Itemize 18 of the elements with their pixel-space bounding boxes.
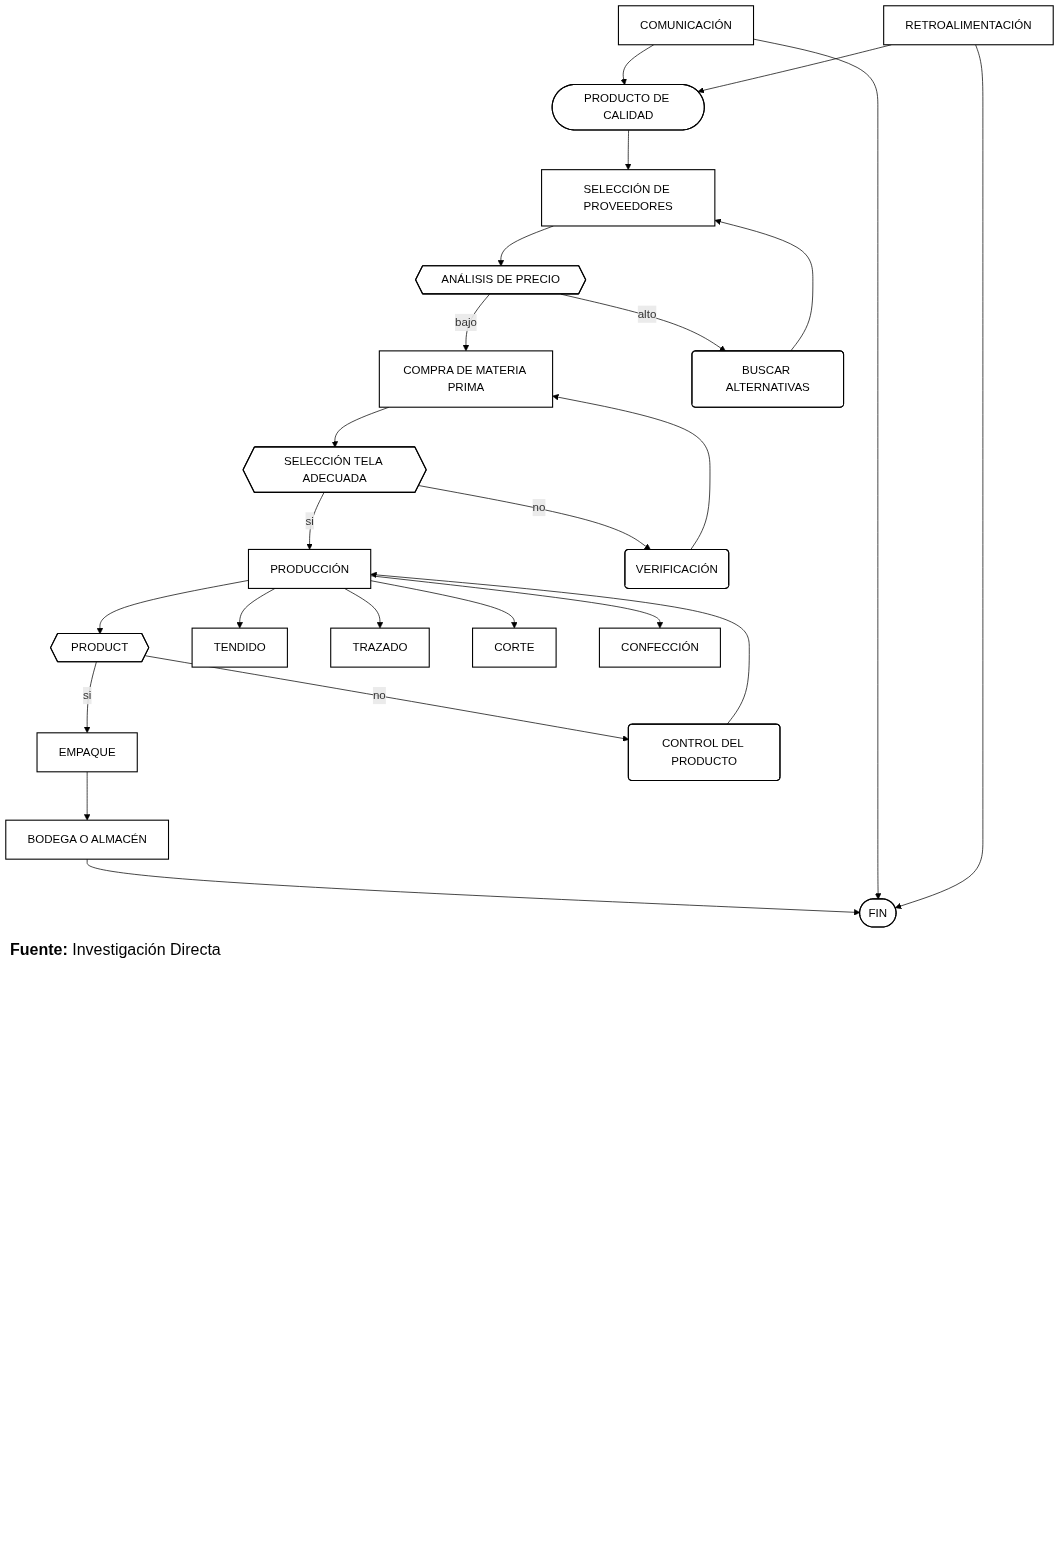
node-box: SELECCIÓN DE PROVEEDORES	[541, 169, 716, 227]
node-box: EMPAQUE	[36, 732, 138, 773]
edge-label: no	[532, 501, 546, 514]
node-box: BODEGA O ALMACÉN	[5, 819, 170, 860]
node-box: COMPRA DE MATERIA PRIMA	[378, 350, 554, 408]
node-box: TENDIDO	[191, 627, 288, 668]
node-box: TRAZADO	[330, 627, 430, 668]
edge-label: bajo	[455, 315, 477, 329]
edge-label: no	[372, 689, 386, 702]
node-box: RETROALIMENTACIÓN	[883, 5, 1054, 46]
node-box: COMUNICACIÓN	[617, 5, 755, 46]
node-box: CONFECCIÓN	[598, 627, 721, 668]
node-box: PRODUCCIÓN	[247, 548, 372, 589]
edge-label: si	[82, 689, 92, 702]
caption: Fuente: Investigación Directa	[10, 940, 222, 959]
node-box: CORTE	[472, 627, 557, 668]
edge-label: si	[305, 514, 314, 527]
edge-label: alto	[637, 307, 657, 320]
